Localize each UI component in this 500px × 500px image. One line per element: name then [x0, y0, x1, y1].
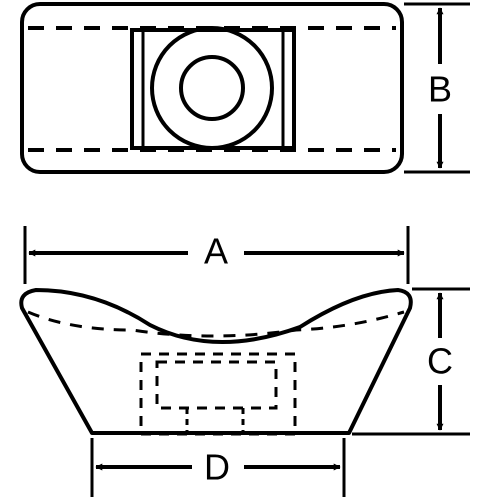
dimension-b: [404, 2, 470, 174]
dimension-c: [352, 287, 470, 436]
hidden-slot-outer: [139, 352, 297, 436]
hidden-slot-inner: [155, 360, 278, 410]
screw-boss-outer: [150, 26, 274, 150]
dimension-d: [90, 438, 346, 497]
top-view-outline: [20, 2, 404, 174]
dimension-a: [23, 226, 410, 284]
dimension-label-d: D: [204, 447, 230, 488]
center-plate: [130, 28, 296, 150]
side-view: [19, 288, 413, 436]
screw-hole: [179, 55, 245, 121]
dimension-label-c: C: [427, 341, 453, 382]
side-view-hidden-saddle: [27, 310, 405, 338]
dimension-label-b: B: [428, 69, 452, 110]
dimension-label-a: A: [204, 231, 228, 272]
top-view: [20, 2, 404, 174]
side-view-outline: [19, 288, 413, 435]
